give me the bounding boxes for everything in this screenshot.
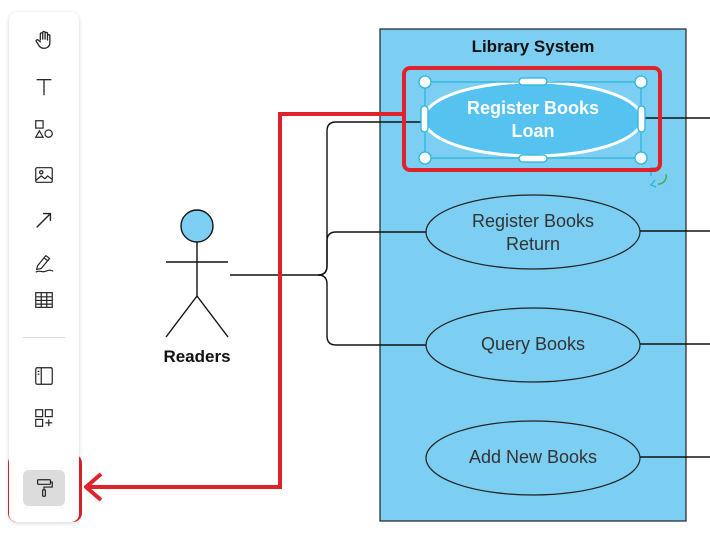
image-icon xyxy=(35,167,53,183)
selection-handle-top-right[interactable] xyxy=(634,75,648,89)
use-case-add-new-books[interactable] xyxy=(425,420,641,496)
toolbar-divider xyxy=(23,337,65,338)
highlight-connector xyxy=(88,112,404,489)
selection-handle-top[interactable] xyxy=(518,77,548,86)
selection-handle-bottom-right[interactable] xyxy=(634,151,648,165)
selection-handle-bottom[interactable] xyxy=(518,154,548,163)
highlight-box xyxy=(402,66,662,172)
arrow-icon xyxy=(36,212,52,228)
connector-return xyxy=(317,231,426,276)
table-icon xyxy=(35,292,53,308)
pen-icon xyxy=(35,254,54,273)
selection-handle-left[interactable] xyxy=(420,105,429,133)
hand-tool[interactable] xyxy=(23,22,65,58)
actor-left-leg xyxy=(165,295,198,338)
left-toolbar xyxy=(9,12,79,522)
actor-right-leg xyxy=(196,295,229,338)
actor-readers[interactable] xyxy=(165,209,229,338)
outgoing-connectors xyxy=(640,117,710,458)
add-widget-tool[interactable] xyxy=(23,400,65,436)
panel-tool[interactable] xyxy=(23,358,65,394)
shapes-icon xyxy=(34,120,53,138)
pen-tool[interactable] xyxy=(23,245,65,281)
selection-box[interactable] xyxy=(418,75,648,165)
actor-connectors xyxy=(230,121,426,346)
table-tool[interactable] xyxy=(23,282,65,318)
selection-handle-top-left[interactable] xyxy=(418,75,432,89)
actor-head xyxy=(180,209,214,243)
use-case-register-loan[interactable] xyxy=(422,80,644,158)
selection-handle-right[interactable] xyxy=(637,105,646,133)
use-case-query-books[interactable] xyxy=(425,307,641,383)
paint-roller-icon xyxy=(36,479,53,497)
use-case-register-return[interactable] xyxy=(425,194,641,270)
shapes-tool[interactable] xyxy=(23,111,65,147)
add-widget-icon xyxy=(35,409,53,427)
hand-icon xyxy=(35,30,51,49)
connector-loan xyxy=(326,121,424,266)
text-icon xyxy=(36,79,52,96)
panel-icon xyxy=(35,367,53,385)
connector-query xyxy=(317,274,426,346)
image-tool[interactable] xyxy=(23,157,65,193)
text-tool[interactable] xyxy=(23,69,65,105)
highlight-arrowhead xyxy=(84,472,103,502)
format-painter-tool[interactable] xyxy=(23,470,65,506)
selection-handle-bottom-left[interactable] xyxy=(418,151,432,165)
arrow-tool[interactable] xyxy=(23,202,65,238)
